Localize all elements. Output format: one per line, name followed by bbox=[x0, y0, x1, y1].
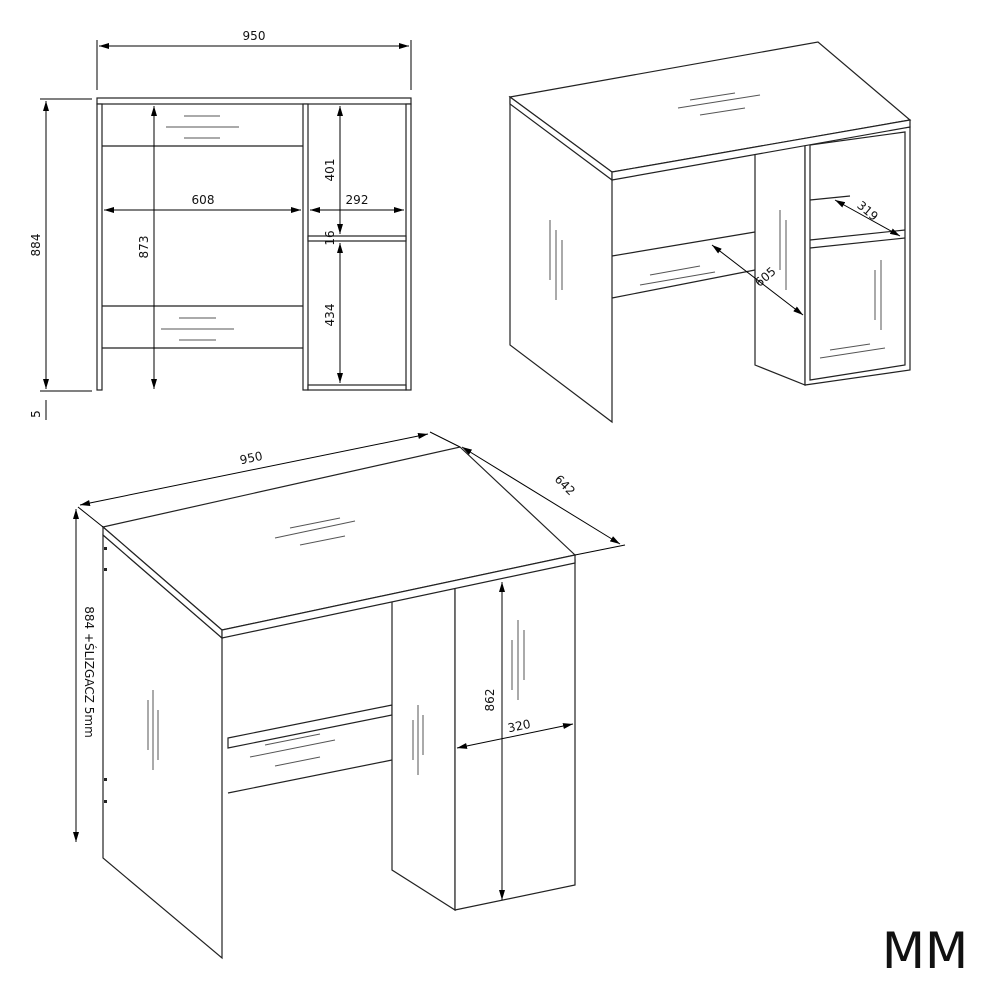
iso-width-label: 950 bbox=[239, 449, 264, 467]
right-width-label: 292 bbox=[346, 193, 369, 207]
upper-shelf-label: 401 bbox=[323, 159, 337, 182]
iso-height-label: 884 +ŚLIZGACZ 5mm bbox=[82, 606, 97, 738]
shelf-thickness-label: 16 bbox=[323, 230, 337, 245]
cabinet-width-label: 320 bbox=[507, 717, 532, 735]
left-width-label: 608 bbox=[192, 193, 215, 207]
shelf bbox=[307, 235, 407, 242]
desk-top bbox=[96, 97, 412, 105]
cabinet-height-label: 862 bbox=[483, 689, 497, 712]
iso-front-view: 950 642 884 +ŚLIZGACZ 5mm 862 320 bbox=[73, 431, 626, 960]
divider bbox=[302, 103, 309, 391]
width-label: 950 bbox=[243, 29, 266, 43]
iso-back-view: 605 319 bbox=[508, 41, 912, 424]
height-label: 884 bbox=[29, 234, 43, 257]
right-leg bbox=[405, 103, 412, 391]
brand-logo: MM bbox=[882, 922, 968, 980]
front-view: 950 884 5 873 608 292 401 16 434 bbox=[29, 29, 412, 420]
inner-height-label: 873 bbox=[137, 236, 151, 259]
iso-depth-label: 642 bbox=[552, 472, 578, 498]
bottom-shelf bbox=[307, 384, 407, 391]
lower-shelf-label: 434 bbox=[323, 304, 337, 327]
left-leg bbox=[96, 103, 103, 391]
glide-label: 5 bbox=[29, 410, 43, 418]
